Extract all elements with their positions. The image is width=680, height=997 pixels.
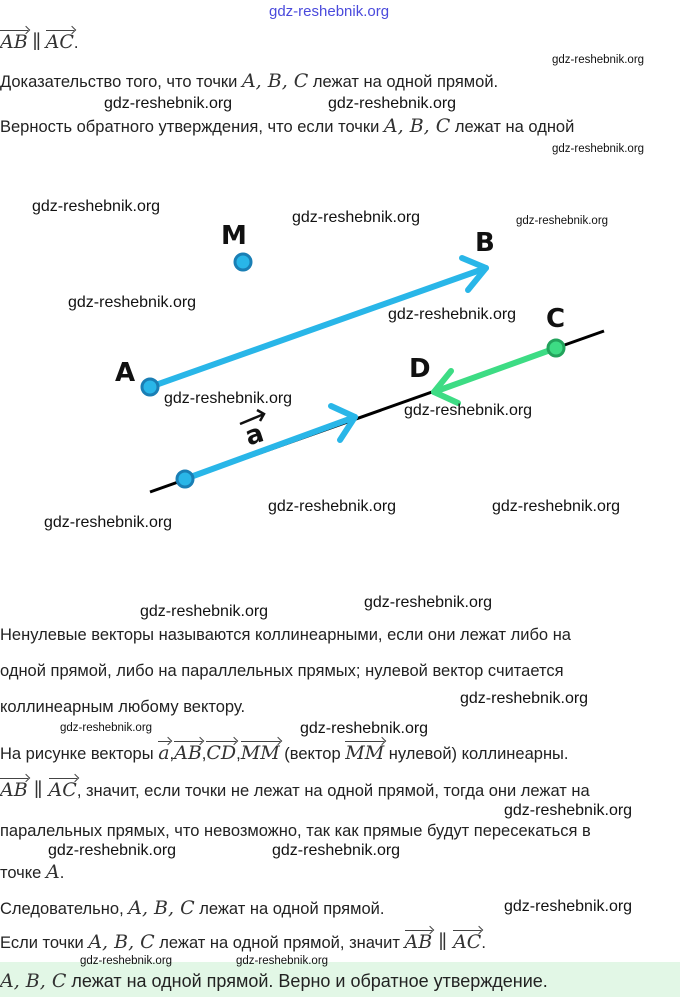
point-c bbox=[546, 338, 566, 358]
math: A, B, C bbox=[0, 970, 67, 992]
math: A, B, C bbox=[241, 70, 309, 92]
text: , bbox=[201, 745, 207, 763]
watermark: gdz-reshebnik.org bbox=[404, 402, 533, 419]
label-m: M bbox=[221, 221, 247, 251]
text: Следовательно, bbox=[0, 900, 129, 918]
watermark: gdz-reshebnik.org bbox=[492, 498, 621, 515]
watermark: gdz-reshebnik.org bbox=[269, 3, 390, 20]
watermark: gdz-reshebnik.org bbox=[388, 306, 517, 323]
label-a: A bbox=[115, 358, 135, 388]
text: нулевой) коллинеарны. bbox=[384, 745, 569, 763]
point-m bbox=[233, 252, 253, 272]
vector-ab: AB bbox=[174, 741, 202, 764]
definition-line-2: одной прямой, либо на параллельных прямы… bbox=[0, 662, 564, 680]
watermark: gdz-reshebnik.org bbox=[164, 390, 293, 407]
watermark: gdz-reshebnik.org bbox=[80, 955, 173, 967]
line-converse-proof: Если точки A, B, C лежат на одной прямой… bbox=[0, 930, 486, 954]
vector-ab: AB bbox=[0, 778, 28, 801]
arrowhead-b bbox=[459, 255, 489, 293]
math: A, B, C bbox=[88, 931, 155, 953]
arrowhead-d bbox=[431, 368, 461, 406]
vector-a-label-arrow-icon bbox=[239, 408, 266, 426]
watermark: gdz-reshebnik.org bbox=[364, 594, 493, 611]
text: , значит, если точки не лежат на одной п… bbox=[76, 782, 590, 800]
parallel-sign: ∥ bbox=[432, 931, 454, 953]
text: , bbox=[169, 745, 175, 763]
definition-line-1: Ненулевые векторы называются коллинеарны… bbox=[0, 626, 571, 644]
watermark: gdz-reshebnik.org bbox=[236, 955, 329, 967]
vector-ab-arrow bbox=[147, 265, 489, 390]
watermark: gdz-reshebnik.org bbox=[460, 690, 589, 707]
text: . bbox=[481, 934, 486, 952]
line-impossible: паралельных прямых, что невозможно, так … bbox=[0, 822, 591, 840]
point-a-start bbox=[175, 469, 195, 489]
text: , bbox=[236, 745, 241, 763]
arrowhead-a bbox=[328, 403, 358, 443]
text: лежат на одной прямой. Верно и обратное … bbox=[66, 971, 548, 991]
watermark: gdz-reshebnik.org bbox=[268, 498, 397, 515]
watermark: gdz-reshebnik.org bbox=[292, 209, 421, 226]
line-conclusion: Следовательно, A, B, C лежат на одной пр… bbox=[0, 897, 384, 920]
line-vectors-parallel: AB ∥ AC. bbox=[0, 30, 79, 54]
watermark: gdz-reshebnik.org bbox=[552, 54, 645, 66]
text: лежат на одной прямой. bbox=[308, 73, 499, 91]
watermark: gdz-reshebnik.org bbox=[68, 294, 197, 311]
watermark: gdz-reshebnik.org bbox=[60, 722, 153, 734]
watermark: gdz-reshebnik.org bbox=[140, 603, 269, 620]
line-point-a: точке A. bbox=[0, 861, 64, 884]
watermark: gdz-reshebnik.org bbox=[32, 198, 161, 215]
watermark: gdz-reshebnik.org bbox=[300, 720, 429, 737]
text: На рисунке векторы bbox=[0, 745, 159, 763]
text: точке bbox=[0, 864, 46, 882]
math: A bbox=[45, 861, 60, 883]
watermark: gdz-reshebnik.org bbox=[504, 802, 633, 819]
watermark: gdz-reshebnik.org bbox=[272, 842, 401, 859]
vector-cd: CD bbox=[206, 741, 237, 764]
watermark: gdz-reshebnik.org bbox=[44, 514, 173, 531]
answer-highlight bbox=[0, 962, 680, 997]
math: A, B, C bbox=[128, 897, 195, 919]
watermark: gdz-reshebnik.org bbox=[104, 95, 233, 112]
parallel-sign: ∥ bbox=[32, 31, 42, 53]
vector-ab: AB bbox=[404, 930, 433, 953]
vector-ac: AC bbox=[453, 930, 482, 953]
text: лежат на одной bbox=[450, 118, 575, 136]
watermark: gdz-reshebnik.org bbox=[552, 143, 645, 155]
line-collinear-vectors: На рисунке векторы a,AB,CD,MM (вектор MM… bbox=[0, 741, 569, 765]
label-d: D bbox=[409, 354, 431, 384]
line-parallel-reasoning: AB ∥ AC, значит, если точки не лежат на … bbox=[0, 778, 590, 802]
vector-mm: MM bbox=[345, 741, 385, 764]
definition-line-3: коллинеарным любому вектору. bbox=[0, 698, 246, 716]
text: Если точки bbox=[0, 934, 89, 952]
text: Доказательство того, что точки bbox=[0, 73, 242, 91]
vector-a-arrow bbox=[182, 414, 358, 482]
text: лежат на одной прямой. bbox=[194, 900, 385, 918]
label-c: C bbox=[546, 304, 565, 334]
vector-mm: MM bbox=[240, 741, 280, 764]
parallel-sign: ∥ bbox=[27, 779, 49, 801]
answer-line: A, B, C лежат на одной прямой. Верно и о… bbox=[0, 970, 548, 992]
vector-ac: AC bbox=[45, 30, 74, 53]
text: лежат на одной прямой, значит bbox=[154, 934, 405, 952]
vector-a: a bbox=[158, 741, 170, 764]
vector-cd-arrow bbox=[431, 345, 559, 395]
text: . bbox=[73, 34, 79, 52]
vector-ab: AB bbox=[0, 30, 28, 53]
point-a bbox=[140, 377, 160, 397]
line-converse: Верность обратного утверждения, что если… bbox=[0, 115, 574, 138]
text: (вектор bbox=[279, 745, 346, 763]
line-proof-heading: Доказательство того, что точки A, B, C л… bbox=[0, 70, 498, 93]
label-vector-a: a bbox=[241, 418, 267, 452]
vector-ac: AC bbox=[48, 778, 77, 801]
text: . bbox=[59, 864, 65, 882]
watermark: gdz-reshebnik.org bbox=[48, 842, 177, 859]
math: A, B, C bbox=[383, 115, 451, 137]
text: Верность обратного утверждения, что если… bbox=[0, 118, 384, 136]
watermark: gdz-reshebnik.org bbox=[516, 215, 609, 227]
label-b: B bbox=[475, 228, 495, 258]
watermark: gdz-reshebnik.org bbox=[504, 898, 633, 915]
watermark: gdz-reshebnik.org bbox=[328, 95, 457, 112]
